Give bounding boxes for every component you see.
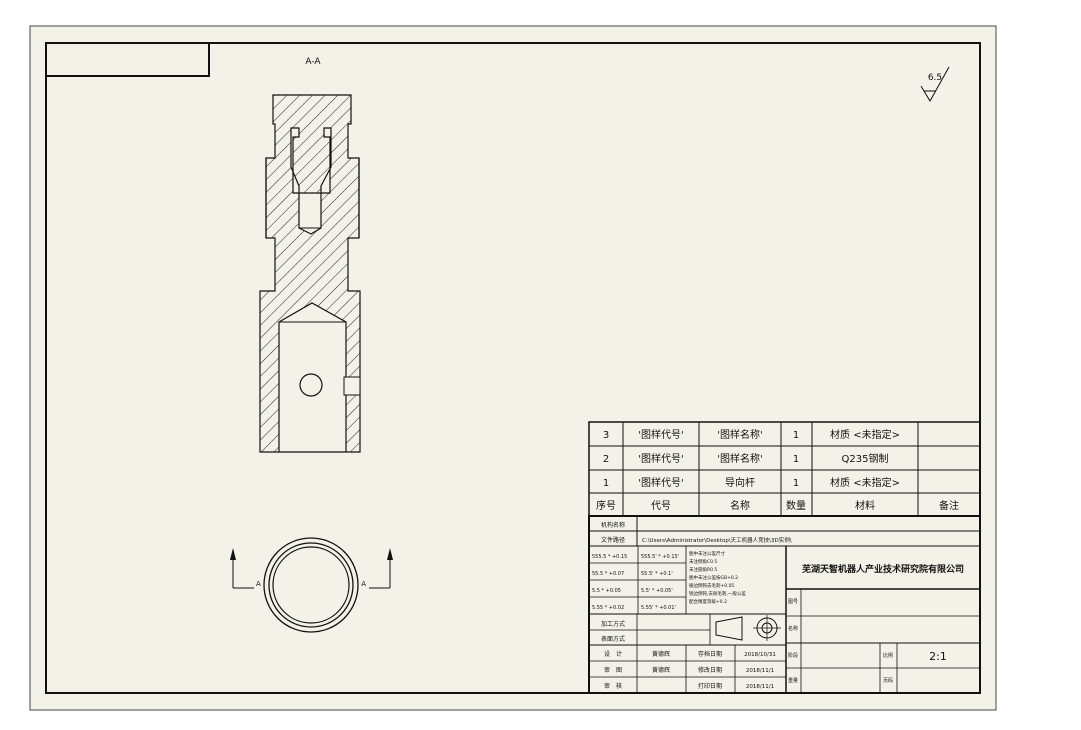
bom-header-qty: 数量 [786, 499, 806, 512]
bom-row-1-qty: 1 [793, 478, 799, 489]
surface-finish-symbol: 6.5 [920, 66, 950, 102]
bom-row-3-qty: 1 [793, 430, 799, 441]
bom-row-3-code: '图样代号' [638, 428, 684, 441]
note-6: 配合精度等级+0.2 [689, 598, 727, 605]
tol-0-b: 555.5' * +0.15' [641, 554, 679, 560]
design-date: 2018/10/31 [744, 652, 776, 658]
bom-row-2-name: '图样名称' [717, 452, 763, 465]
bom-row-2-code: '图样代号' [638, 452, 684, 465]
company-name: 芜湖天智机器人产业技术研究院有限公司 [802, 563, 964, 575]
scale-value: 2:1 [929, 650, 947, 663]
design-date-label: 存档日期 [698, 650, 722, 658]
bottom-view: A A [230, 537, 393, 633]
bom-header-no: 序号 [596, 499, 616, 512]
scale-label: 比例 [883, 652, 893, 659]
bom-row-1-name: 导向杆 [725, 476, 755, 489]
check-label: 审 图 [604, 666, 622, 674]
bom-header-material: 材料 [855, 499, 875, 512]
note-0: 图中未注公差尺寸 [689, 550, 725, 557]
tol-3-a: 5.55 * +0.02 [592, 605, 624, 611]
check-date-label: 修改日期 [698, 666, 722, 674]
projection-symbol [715, 615, 781, 641]
process-label: 加工方式 [601, 620, 625, 628]
tol-3-b: 5.55' * +0.01' [641, 605, 676, 611]
corner-code-box [45, 42, 210, 77]
bom-row-2-qty: 1 [793, 454, 799, 465]
tol-2-b: 5.5' * +0.05' [641, 588, 673, 594]
stage-label: 阶段 [788, 652, 798, 659]
note-5: 锐边倒钝,去除毛刺,一般公差 [689, 590, 746, 597]
bom-header-code: 代号 [651, 500, 671, 512]
bom-row-3-no: 3 [603, 430, 609, 441]
design-label: 设 计 [604, 650, 622, 658]
bom-header-note: 备注 [939, 499, 959, 512]
cross-hole [299, 373, 323, 397]
print-date: 2018/11/1 [746, 684, 774, 690]
bom-row-3-material: 材质 <未指定> [830, 428, 900, 441]
approve-label: 审 核 [604, 682, 622, 690]
page-label: 页码 [883, 677, 893, 684]
weight-label: 重量 [788, 677, 798, 684]
tol-1-b: 55.5' * +0.1' [641, 571, 673, 577]
checker: 黄德辉 [652, 666, 670, 674]
designer: 黄德辉 [652, 650, 670, 658]
bom-row-1-code: '图样代号' [638, 476, 684, 489]
drawing-border [45, 42, 981, 694]
section-marker-right: A [361, 580, 366, 588]
section-view-a-a [259, 94, 361, 453]
name-label: 名称 [788, 625, 798, 632]
section-label: A-A [305, 57, 321, 67]
file-path-label: 文件路径 [601, 536, 625, 544]
tol-1-a: 55.5 * +0.07 [592, 571, 624, 577]
sheet-background [29, 25, 997, 711]
bom-row-3-name: '图样名称' [717, 428, 763, 441]
bom-row-2-material: Q235钢制 [842, 452, 889, 465]
bom-header-name: 名称 [730, 499, 750, 512]
bom-row-1-no: 1 [603, 478, 609, 489]
tol-2-a: 5.5 * +0.05 [592, 588, 621, 594]
title-block: 机构名称 文件路径 C:\Users\Administrator\Desktop… [588, 515, 981, 694]
check-date: 2018/11/1 [746, 668, 774, 674]
note-3: 图中未注公差按GB+0.2 [689, 574, 738, 581]
figure-label: 图号 [788, 599, 798, 605]
note-2: 未注圆角R0.5 [689, 566, 717, 573]
surface-label: 表面方式 [601, 635, 625, 643]
part-name-label: 机构名称 [601, 521, 625, 529]
bom-row-1-material: 材质 <未指定> [830, 476, 900, 489]
bom-row-2-no: 2 [603, 454, 609, 465]
pin-slot [343, 376, 361, 396]
note-4: 棱边倒钝去毛刺+0.05 [689, 582, 734, 589]
note-1: 未注倒角C0.5 [689, 558, 717, 565]
file-path: C:\Users\Administrator\Desktop\天工机器人竞技\3… [642, 536, 792, 544]
print-date-label: 打印日期 [698, 682, 722, 690]
section-marker-left: A [256, 580, 261, 588]
surface-finish-value: 6.5 [928, 73, 942, 83]
tol-0-a: 555.5 * +0.15 [592, 554, 627, 560]
